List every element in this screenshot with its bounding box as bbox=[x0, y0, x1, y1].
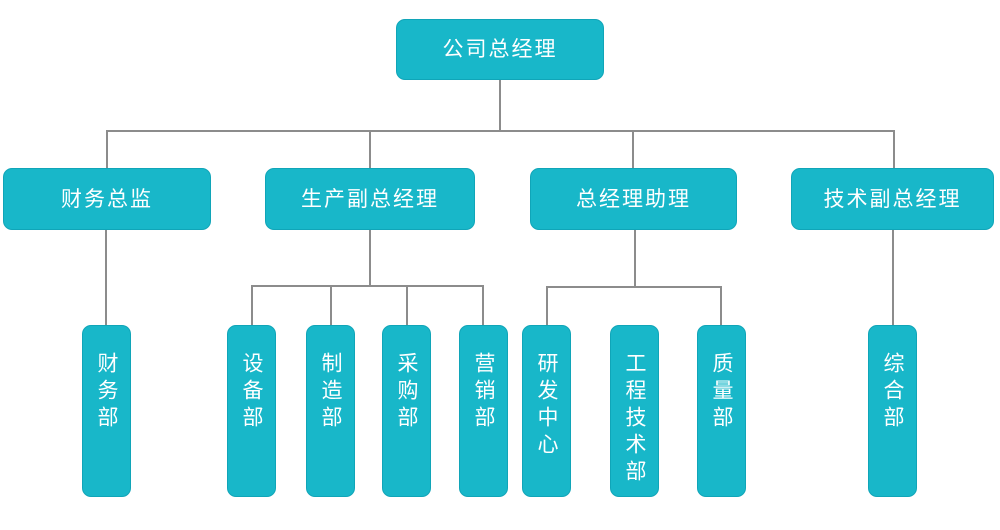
org-node-technology-vp-label: 技术副总经理 bbox=[823, 187, 962, 211]
connector-level2-bus bbox=[106, 130, 895, 132]
org-node-engineering-tech-dept: 工程技术部 bbox=[610, 325, 659, 497]
connector-production-vp-riser bbox=[369, 230, 371, 287]
org-node-general-affairs-dept: 综合部 bbox=[868, 325, 917, 497]
connector-drop-marketing-dept bbox=[482, 285, 484, 325]
org-node-technology-vp: 技术副总经理 bbox=[791, 168, 994, 230]
org-node-finance-dept: 财务部 bbox=[82, 325, 131, 497]
org-node-marketing-dept: 营销部 bbox=[459, 325, 508, 497]
org-node-gm-assistant-label: 总经理助理 bbox=[576, 187, 691, 211]
connector-assistant-bus bbox=[546, 286, 722, 288]
org-node-root: 公司总经理 bbox=[396, 19, 604, 80]
org-node-equipment-dept-label: 设备部 bbox=[240, 352, 263, 433]
org-node-rd-center: 研发中心 bbox=[522, 325, 571, 497]
org-node-finance-director: 财务总监 bbox=[3, 168, 211, 230]
connector-root-riser bbox=[499, 80, 501, 132]
org-node-rd-center-label: 研发中心 bbox=[535, 352, 558, 460]
org-node-quality-dept: 质量部 bbox=[697, 325, 746, 497]
org-node-purchasing-dept: 采购部 bbox=[382, 325, 431, 497]
org-node-production-vp-label: 生产副总经理 bbox=[301, 187, 439, 211]
connector-drop-purchasing-dept bbox=[406, 285, 408, 325]
connector-drop-rd-center bbox=[546, 286, 548, 325]
org-node-production-vp: 生产副总经理 bbox=[265, 168, 475, 230]
connector-drop-equipment-dept bbox=[251, 285, 253, 325]
connector-finance-director-to-finance-dept bbox=[105, 230, 107, 325]
connector-drop-finance-director bbox=[106, 130, 108, 168]
connector-drop-manufacturing-dept bbox=[330, 285, 332, 325]
connector-gm-assistant-riser bbox=[634, 230, 636, 288]
connector-drop-technology-vp bbox=[893, 130, 895, 168]
connector-production-bus bbox=[251, 285, 484, 287]
connector-drop-quality-dept bbox=[720, 286, 722, 325]
org-node-manufacturing-dept-label: 制造部 bbox=[319, 352, 342, 433]
org-node-root-label: 公司总经理 bbox=[442, 38, 558, 61]
org-node-engineering-tech-dept-label: 工程技术部 bbox=[623, 352, 646, 487]
connector-technology-vp-to-general-affairs bbox=[892, 230, 894, 325]
org-node-purchasing-dept-label: 采购部 bbox=[395, 352, 418, 433]
connector-drop-production-vp bbox=[369, 130, 371, 168]
org-node-gm-assistant: 总经理助理 bbox=[530, 168, 737, 230]
org-node-general-affairs-dept-label: 综合部 bbox=[881, 352, 904, 433]
org-node-equipment-dept: 设备部 bbox=[227, 325, 276, 497]
org-node-finance-director-label: 财务总监 bbox=[61, 187, 153, 211]
connector-drop-gm-assistant bbox=[632, 130, 634, 168]
org-node-finance-dept-label: 财务部 bbox=[95, 352, 118, 433]
org-node-quality-dept-label: 质量部 bbox=[710, 352, 733, 433]
org-node-manufacturing-dept: 制造部 bbox=[306, 325, 355, 497]
org-node-marketing-dept-label: 营销部 bbox=[472, 352, 495, 433]
